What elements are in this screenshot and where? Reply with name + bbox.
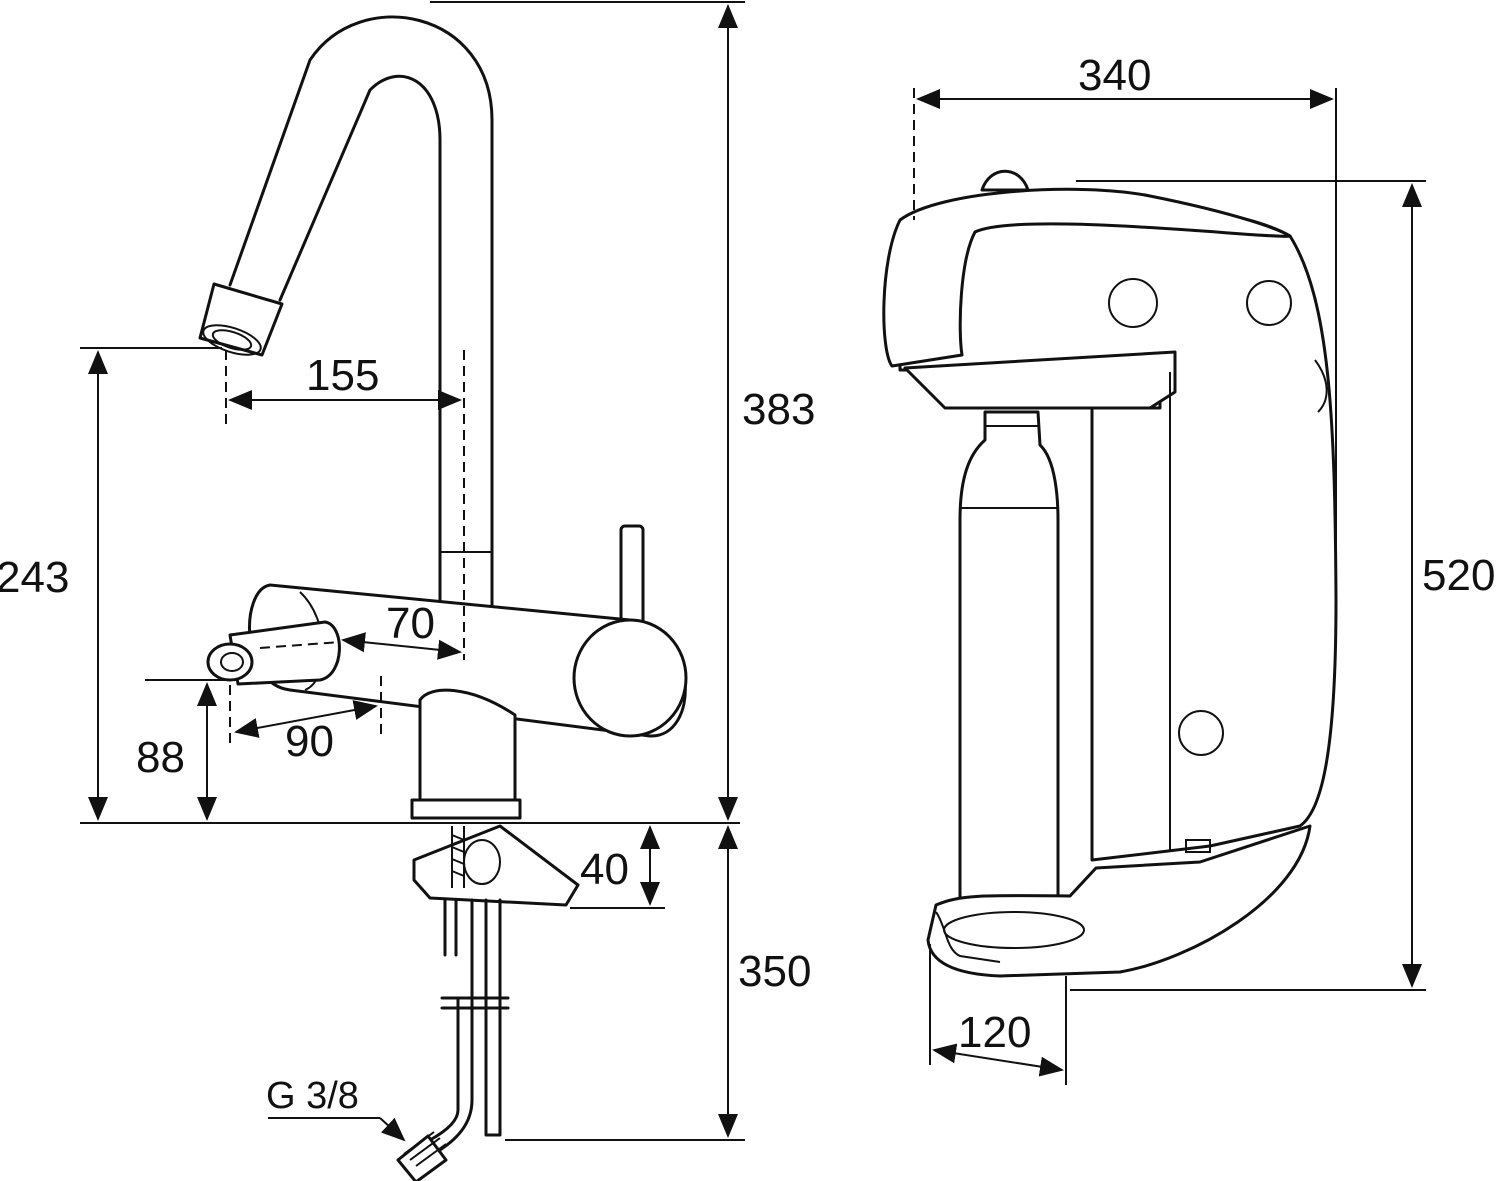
- mounting-plate: [412, 824, 580, 907]
- base-foot: [935, 911, 1001, 963]
- faucet-column: [418, 688, 517, 802]
- plate-hole: [463, 839, 501, 885]
- connection-label: G 3/8: [266, 1075, 359, 1117]
- aerator-ring-1: [202, 324, 262, 356]
- spout-inner: [278, 74, 442, 612]
- side-tab: [1314, 359, 1328, 413]
- dim-40-label: 40: [580, 845, 629, 894]
- fitting-nut: [396, 1134, 448, 1181]
- body-end-cap: [572, 618, 688, 738]
- hose-mid: [438, 898, 474, 1152]
- dim-155-label: 155: [306, 351, 379, 400]
- aerator: [198, 282, 284, 357]
- side-circle-2: [1246, 280, 1292, 326]
- dim-243-label: 243: [0, 553, 69, 602]
- spout-outer: [228, 15, 494, 610]
- g38-arrow: [379, 1117, 406, 1142]
- side-outlet-hole: [220, 652, 244, 672]
- hose-mid-b: [428, 998, 460, 1142]
- dim-383-label: 383: [742, 385, 815, 434]
- top-button: [980, 169, 1030, 192]
- dim-340-label: 340: [1078, 51, 1151, 100]
- side-outlet-nozzle: [206, 642, 254, 682]
- dim-70-label: 70: [386, 599, 435, 648]
- dim-90-label: 90: [285, 717, 334, 766]
- bottle: [958, 410, 1060, 947]
- dim-350-label: 350: [738, 947, 811, 996]
- carbonator-drawing: 340 520 120: [882, 51, 1495, 1085]
- dim-120-line: [932, 1043, 1064, 1077]
- side-circle-1: [1108, 278, 1158, 328]
- dim-120-label: 120: [958, 1008, 1031, 1057]
- fitting-threads: [403, 1131, 447, 1167]
- side-outlet: [228, 620, 341, 686]
- carbonator-base: [926, 824, 1312, 978]
- aerator-ring-2: [211, 329, 253, 351]
- lever-handle: [619, 524, 645, 630]
- carbonator-head: [882, 187, 1292, 368]
- nozzle-arm: [903, 350, 1177, 410]
- dim-90-line: [234, 700, 378, 738]
- dim-88-label: 88: [136, 733, 185, 782]
- base-ring: [410, 798, 522, 820]
- ref-outlet-axis: [259, 641, 341, 649]
- logo-badge: [1185, 839, 1211, 853]
- hose-right: [484, 898, 502, 1137]
- dim-520-label: 520: [1422, 551, 1495, 600]
- side-circle-3: [1178, 710, 1224, 756]
- dim-70-line: [341, 632, 462, 660]
- faucet-drawing: 383 243 155 70 88 90 40 350 G 3/8: [0, 1, 815, 1181]
